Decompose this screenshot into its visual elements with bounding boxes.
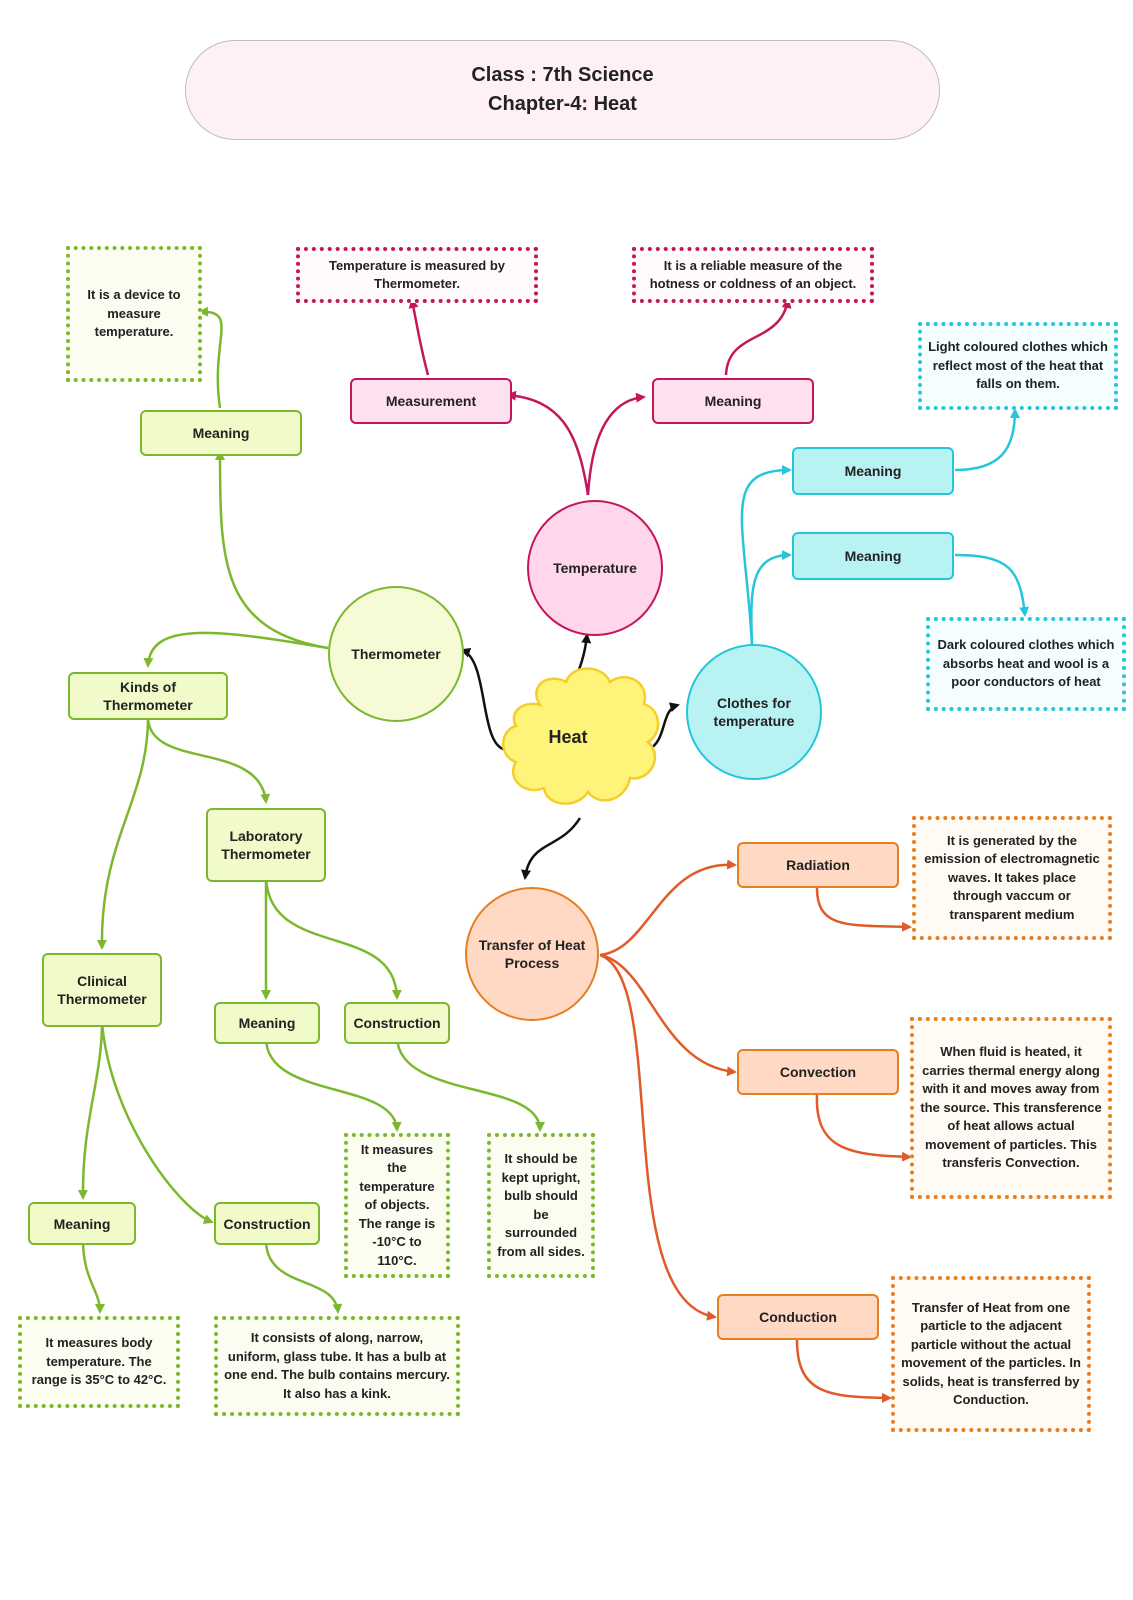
radiation-note: It is generated by the emission of elect… [912, 816, 1112, 940]
thermometer-node: Thermometer [328, 586, 464, 722]
link-clinical-meaning-note [81, 1239, 105, 1314]
clinical-thermometer-node: Clinical Thermometer [42, 953, 162, 1027]
radiation-node: Radiation [737, 842, 899, 888]
clinical-meaning-node: Meaning [28, 1202, 136, 1245]
link-temperature-measurement [506, 390, 590, 496]
link-temperature-meaning [586, 392, 646, 496]
link-kinds-clinical [96, 717, 150, 950]
link-dark-note [954, 553, 1030, 617]
thermometer-meaning-node: Meaning [140, 410, 302, 456]
link-transfer-convection [599, 953, 737, 1077]
link-kinds-lab [146, 717, 271, 804]
temperature-meaning-note: It is a reliable measure of the hotness … [632, 247, 874, 303]
light-clothes-meaning-node: Meaning [792, 447, 954, 495]
link-heat-clothes [647, 702, 680, 752]
link-heat-transfer [521, 817, 582, 880]
link-clinical-construction-note [264, 1239, 343, 1314]
kinds-of-thermometer-node: Kinds of Thermometer [68, 672, 228, 720]
temperature-node: Temperature [527, 500, 663, 636]
link-heat-temperature [570, 633, 592, 686]
laboratory-thermometer-node: Laboratory Thermometer [206, 808, 326, 882]
link-transfer-conduction [599, 953, 717, 1321]
link-meaning-note [724, 298, 792, 376]
measurement-note: Temperature is measured by Thermometer. [296, 247, 538, 303]
dark-clothes-note: Dark coloured clothes which absorbs heat… [926, 617, 1126, 711]
measurement-node: Measurement [350, 378, 512, 424]
convection-node: Convection [737, 1049, 899, 1095]
link-thermometer-kinds [143, 631, 329, 668]
heat-label: Heat [548, 726, 588, 747]
transfer-of-heat-node: Transfer of Heat Process [465, 887, 599, 1021]
page-title: Class : 7th Science Chapter-4: Heat [185, 40, 940, 140]
link-heat-thermometer [460, 648, 509, 752]
link-conduction-note [795, 1339, 892, 1403]
link-radiation-note [815, 887, 912, 932]
link-thermometer-meaning [215, 450, 329, 650]
conduction-note: Transfer of Heat from one particle to th… [891, 1276, 1091, 1432]
link-light-note [954, 408, 1020, 472]
title-line1: Class : 7th Science [471, 64, 654, 86]
clinical-meaning-note: It measures body temperature. The range … [18, 1316, 180, 1408]
thermometer-meaning-note: It is a device to measure temperature. [66, 246, 202, 382]
clinical-construction-node: Construction [214, 1202, 320, 1245]
clothes-for-temperature-node: Clothes for temperature [686, 644, 822, 780]
temperature-meaning-node: Meaning [652, 378, 814, 424]
lab-meaning-node: Meaning [214, 1002, 320, 1044]
link-lab-meaning-note [264, 1037, 402, 1132]
link-measurement-note [408, 298, 430, 376]
link-convection-note [815, 1094, 912, 1162]
link-clinical-construction [100, 1021, 214, 1224]
link-clothes-dark [750, 550, 792, 646]
dark-clothes-meaning-node: Meaning [792, 532, 954, 580]
lab-construction-note: It should be kept upright, bulb should b… [487, 1133, 595, 1278]
conduction-node: Conduction [717, 1294, 879, 1340]
link-clinical-meaning [77, 1021, 104, 1200]
link-clothes-light [740, 465, 792, 646]
convection-note: When fluid is heated, it carries thermal… [910, 1017, 1112, 1199]
clinical-construction-note: It consists of along, narrow, uniform, g… [214, 1316, 460, 1416]
title-line2: Chapter-4: Heat [488, 93, 637, 115]
link-lab-construction-note [395, 1037, 545, 1132]
light-clothes-note: Light coloured clothes which reflect mos… [918, 322, 1118, 410]
link-lab-construction [264, 877, 402, 1000]
link-meaning-device-note [198, 306, 223, 409]
link-transfer-radiation [599, 859, 737, 957]
lab-meaning-note: It measures the temperature of objects. … [344, 1133, 450, 1278]
lab-construction-node: Construction [344, 1002, 450, 1044]
